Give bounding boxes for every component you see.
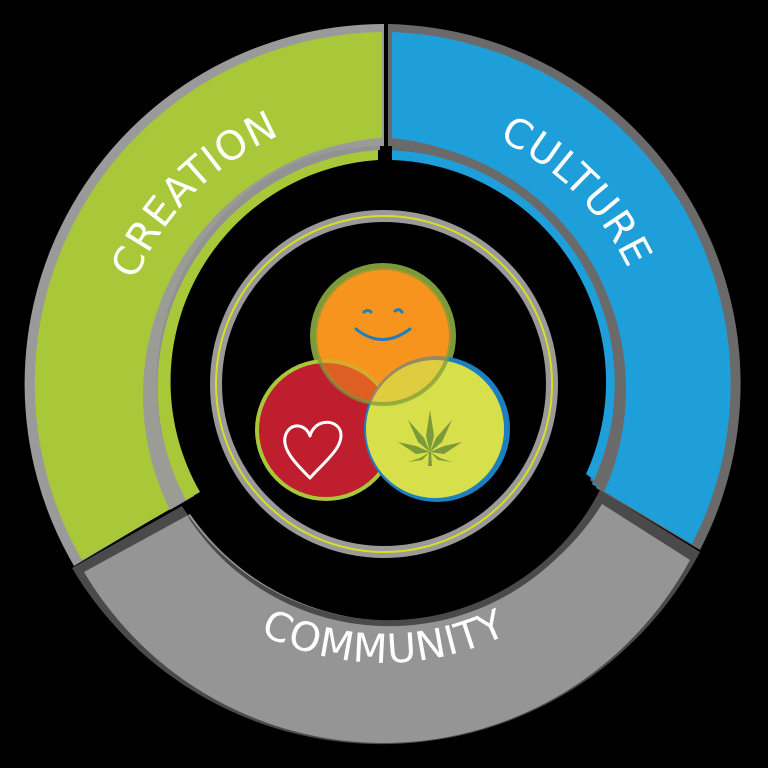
creation-inner-line	[143, 138, 380, 510]
leaf-overlap	[366, 360, 504, 498]
segment-culture[interactable]	[388, 24, 741, 550]
cannabis-leaf-icon	[398, 410, 462, 466]
smiley-face-icon	[354, 308, 412, 341]
segment-creation[interactable]	[24, 24, 384, 566]
creation-fill	[34, 32, 383, 560]
culture-inner-fill	[392, 150, 615, 480]
heart-icon	[283, 420, 343, 480]
venn-circles	[255, 263, 510, 502]
creation-inner-fill	[157, 150, 378, 500]
segment-community[interactable]	[72, 490, 700, 745]
center-ring-accent	[215, 215, 553, 553]
smiley-outline	[313, 266, 453, 406]
culture-fill	[392, 32, 731, 544]
